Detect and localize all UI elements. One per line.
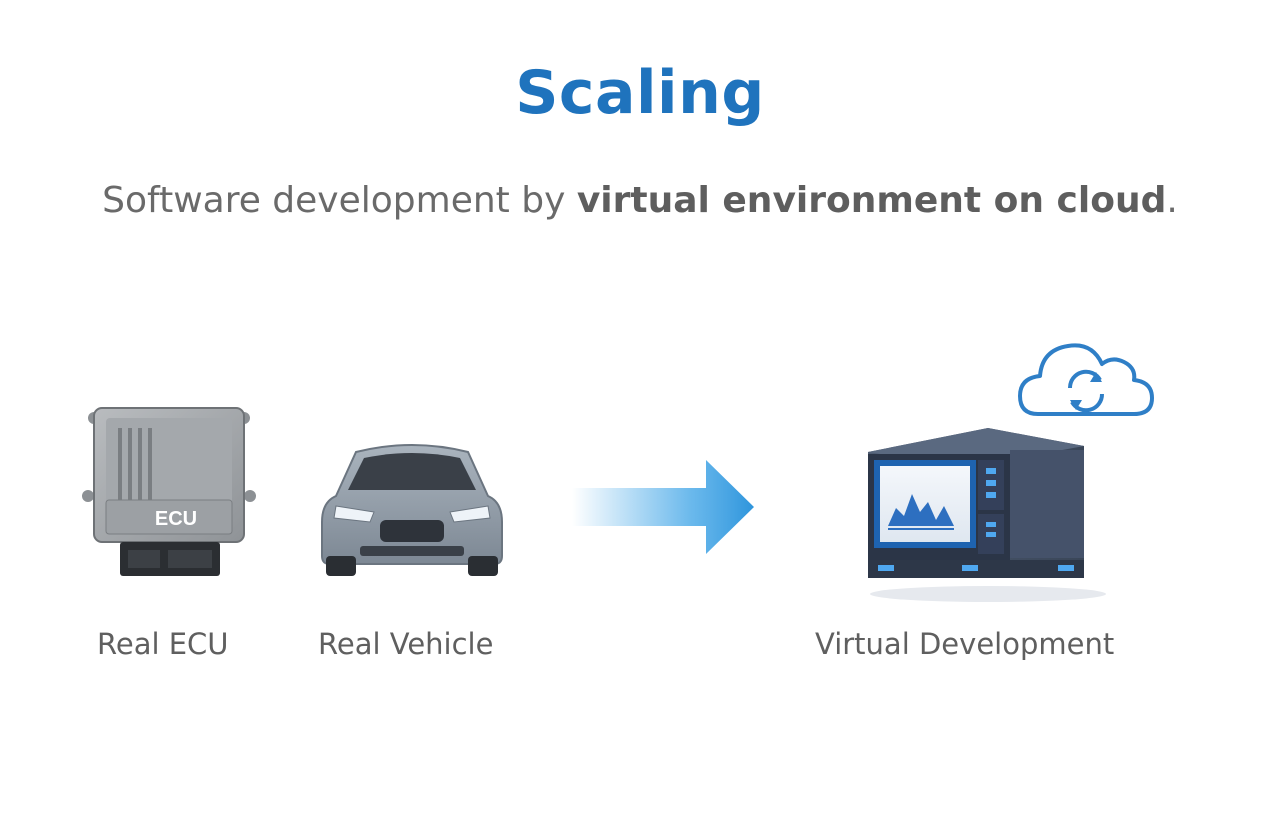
ecu-badge: ECU <box>155 508 197 530</box>
car-front-icon <box>321 444 503 576</box>
subtitle-suffix: . <box>1166 180 1178 221</box>
server-icon <box>868 428 1106 602</box>
subtitle-prefix: Software development by <box>102 180 577 221</box>
page-title: Scaling <box>515 58 765 128</box>
cloud-sync-icon <box>1018 343 1154 416</box>
label-real-ecu: Real ECU <box>97 627 229 661</box>
right-arrow-icon <box>572 460 754 554</box>
subtitle: Software development by virtual environm… <box>0 180 1280 221</box>
label-virtual-development: Virtual Development <box>815 627 1115 661</box>
label-real-vehicle: Real Vehicle <box>318 627 494 661</box>
ecu-module-icon: ECU <box>82 407 256 576</box>
subtitle-emphasis: virtual environment on cloud <box>576 180 1167 221</box>
